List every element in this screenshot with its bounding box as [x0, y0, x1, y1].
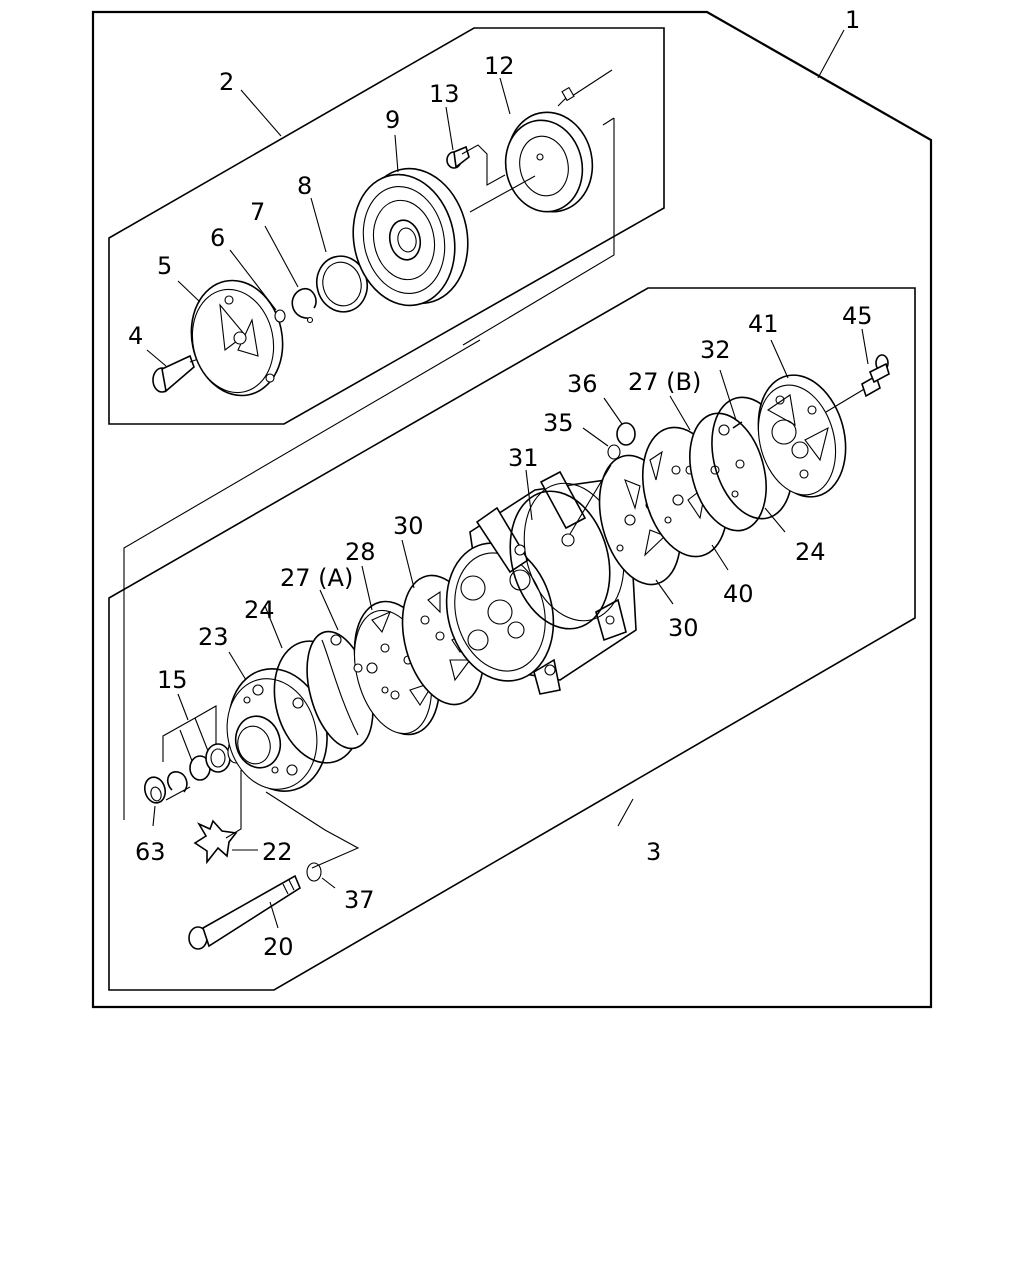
label-30-front: 30 — [393, 512, 424, 540]
label-1: 1 — [845, 6, 860, 34]
pin-32 — [732, 421, 743, 429]
label-32: 32 — [700, 336, 731, 364]
label-12: 12 — [484, 52, 515, 80]
compressor-group-frame — [108, 287, 916, 991]
pulley-9 — [352, 167, 469, 307]
label-20: 20 — [263, 933, 294, 961]
label-9: 9 — [385, 106, 400, 134]
label-4: 4 — [128, 322, 143, 350]
coil-12 — [462, 69, 615, 346]
label-35: 35 — [543, 409, 574, 437]
assembly-frame — [91, 10, 933, 1009]
clutch-group-frame — [108, 27, 665, 425]
oring-35 — [607, 444, 621, 460]
washer-37 — [265, 791, 360, 882]
leader-lines — [146, 29, 869, 929]
through-bolt-20 — [188, 874, 301, 950]
label-31: 31 — [508, 444, 539, 472]
rear-head-41 — [757, 374, 847, 498]
label-22: 22 — [262, 838, 293, 866]
label-30-rear: 30 — [668, 614, 699, 642]
plug-36 — [569, 422, 636, 535]
snap-ring-63 — [143, 771, 191, 804]
label-15: 15 — [157, 666, 188, 694]
label-28: 28 — [345, 538, 376, 566]
label-45: 45 — [842, 302, 873, 330]
label-6: 6 — [210, 224, 225, 252]
drive-plate-5 — [190, 279, 284, 397]
label-3: 3 — [646, 838, 661, 866]
label-41: 41 — [748, 310, 779, 338]
label-40: 40 — [723, 580, 754, 608]
label-27a: 27 (A) — [280, 564, 353, 592]
label-2: 2 — [219, 68, 234, 96]
label-5: 5 — [157, 252, 172, 280]
label-13: 13 — [429, 80, 460, 108]
label-36: 36 — [567, 370, 598, 398]
label-24-rear: 24 — [795, 538, 826, 566]
compressor-bracket-line — [123, 339, 481, 820]
label-63: 63 — [135, 838, 166, 866]
snap-ring-7 — [291, 287, 317, 324]
label-8: 8 — [297, 172, 312, 200]
seal-22 — [193, 770, 242, 865]
part-labels: 1 2 3 4 5 6 7 8 9 12 13 15 20 22 23 24 2… — [128, 6, 873, 961]
screw-13 — [446, 144, 506, 186]
label-7: 7 — [250, 198, 265, 226]
label-37: 37 — [344, 886, 375, 914]
label-27b: 27 (B) — [628, 368, 701, 396]
shim-6 — [274, 309, 286, 323]
label-23: 23 — [198, 623, 229, 651]
gasket-27b — [689, 412, 767, 532]
front-head-23 — [226, 668, 328, 792]
bolt-45 — [825, 354, 890, 413]
label-24-front: 24 — [244, 596, 275, 624]
cylinder-31 — [445, 470, 637, 695]
